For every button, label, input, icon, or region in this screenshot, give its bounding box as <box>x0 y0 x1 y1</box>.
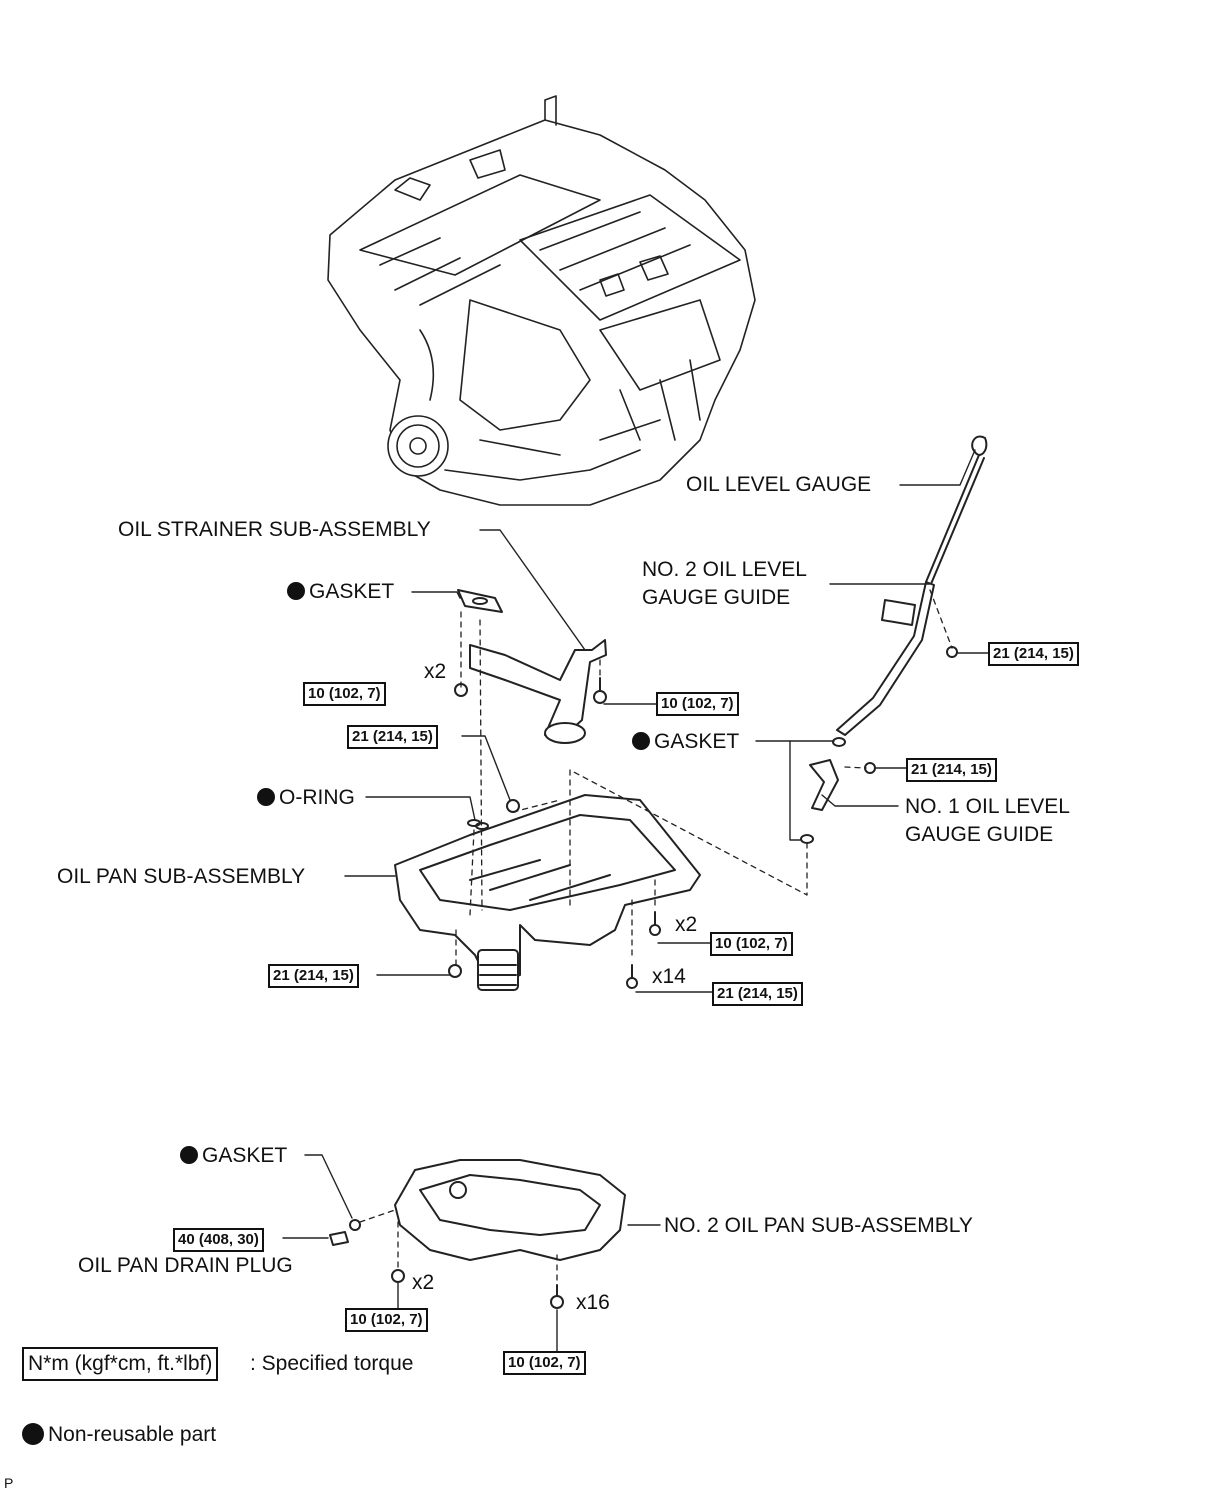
torque-box-strainer-nut: 10 (102, 7) <box>303 682 386 706</box>
quantity-x2-strainer: x2 <box>424 660 447 683</box>
gasket-guide-label: GASKET <box>632 729 739 755</box>
no2-gauge-guide-label-line2: GAUGE GUIDE <box>642 586 791 609</box>
no2-oil-pan-illustration <box>329 1159 626 1309</box>
torque-box-no2pan-x16-bolt: 10 (102, 7) <box>503 1351 586 1375</box>
quantity-x2-no2pan: x2 <box>412 1271 435 1294</box>
no1-gauge-guide-label-line1: NO. 1 OIL LEVEL <box>905 795 1070 818</box>
non-reusable-dot-icon <box>287 582 305 600</box>
quantity-x2-pan: x2 <box>675 913 698 936</box>
oil-pan-label: OIL PAN SUB-ASSEMBLY <box>57 865 306 888</box>
o-ring-label: O-RING <box>279 786 355 809</box>
torque-box-pan-x2-bolt: 10 (102, 7) <box>710 932 793 956</box>
legend-nonreusable-text: Non-reusable part <box>48 1423 217 1446</box>
gasket-label: GASKET <box>654 730 740 753</box>
non-reusable-dot-icon <box>180 1146 198 1164</box>
footer-code: P <box>4 1475 14 1491</box>
gasket-strainer-label: GASKET <box>287 579 394 605</box>
no2-oil-pan-label: NO. 2 OIL PAN SUB-ASSEMBLY <box>664 1214 973 1237</box>
torque-box-pan-x14-bolt: 21 (214, 15) <box>712 982 803 1006</box>
leader-lines <box>282 449 989 1353</box>
gasket-label: GASKET <box>202 1144 288 1167</box>
legend-torque-text: : Specified torque <box>250 1352 414 1375</box>
torque-box-pan-front-nut: 21 (214, 15) <box>268 964 359 988</box>
torque-box-pan-nut: 21 (214, 15) <box>347 725 438 749</box>
torque-box-no1-guide-bolt: 21 (214, 15) <box>906 758 997 782</box>
oil-level-gauge-label: OIL LEVEL GAUGE <box>686 473 872 496</box>
torque-box-drain-plug: 40 (408, 30) <box>173 1228 264 1252</box>
non-reusable-dot-icon <box>257 788 275 806</box>
oil-strainer-label: OIL STRAINER SUB-ASSEMBLY <box>118 518 431 541</box>
non-reusable-dot-icon <box>22 1423 44 1445</box>
oil-strainer-illustration <box>454 589 607 744</box>
torque-box-no2pan-x2-nut: 10 (102, 7) <box>345 1308 428 1332</box>
oil-level-gauge-illustration <box>800 435 988 844</box>
no1-gauge-guide-label-line2: GAUGE GUIDE <box>905 823 1054 846</box>
non-reusable-dot-icon <box>632 732 650 750</box>
gasket-drain-label: GASKET <box>180 1143 287 1169</box>
oil-pan-illustration <box>394 794 701 991</box>
torque-box-no2-guide-bolt: 21 (214, 15) <box>988 642 1079 666</box>
engine-assembly-illustration <box>327 95 756 506</box>
no2-gauge-guide-label-line1: NO. 2 OIL LEVEL <box>642 558 807 581</box>
legend-torque-box: N*m (kgf*cm, ft.*lbf) <box>22 1347 219 1381</box>
quantity-x16-no2pan: x16 <box>576 1291 610 1314</box>
o-ring-group-label: O-RING <box>257 785 355 811</box>
torque-box-strainer-bolt: 10 (102, 7) <box>656 692 739 716</box>
alignment-lines <box>359 589 953 1291</box>
quantity-x14-pan: x14 <box>652 965 686 988</box>
drain-plug-label: OIL PAN DRAIN PLUG <box>78 1254 293 1277</box>
gasket-label: GASKET <box>309 580 395 603</box>
legend-nonreusable: Non-reusable part <box>22 1422 216 1448</box>
